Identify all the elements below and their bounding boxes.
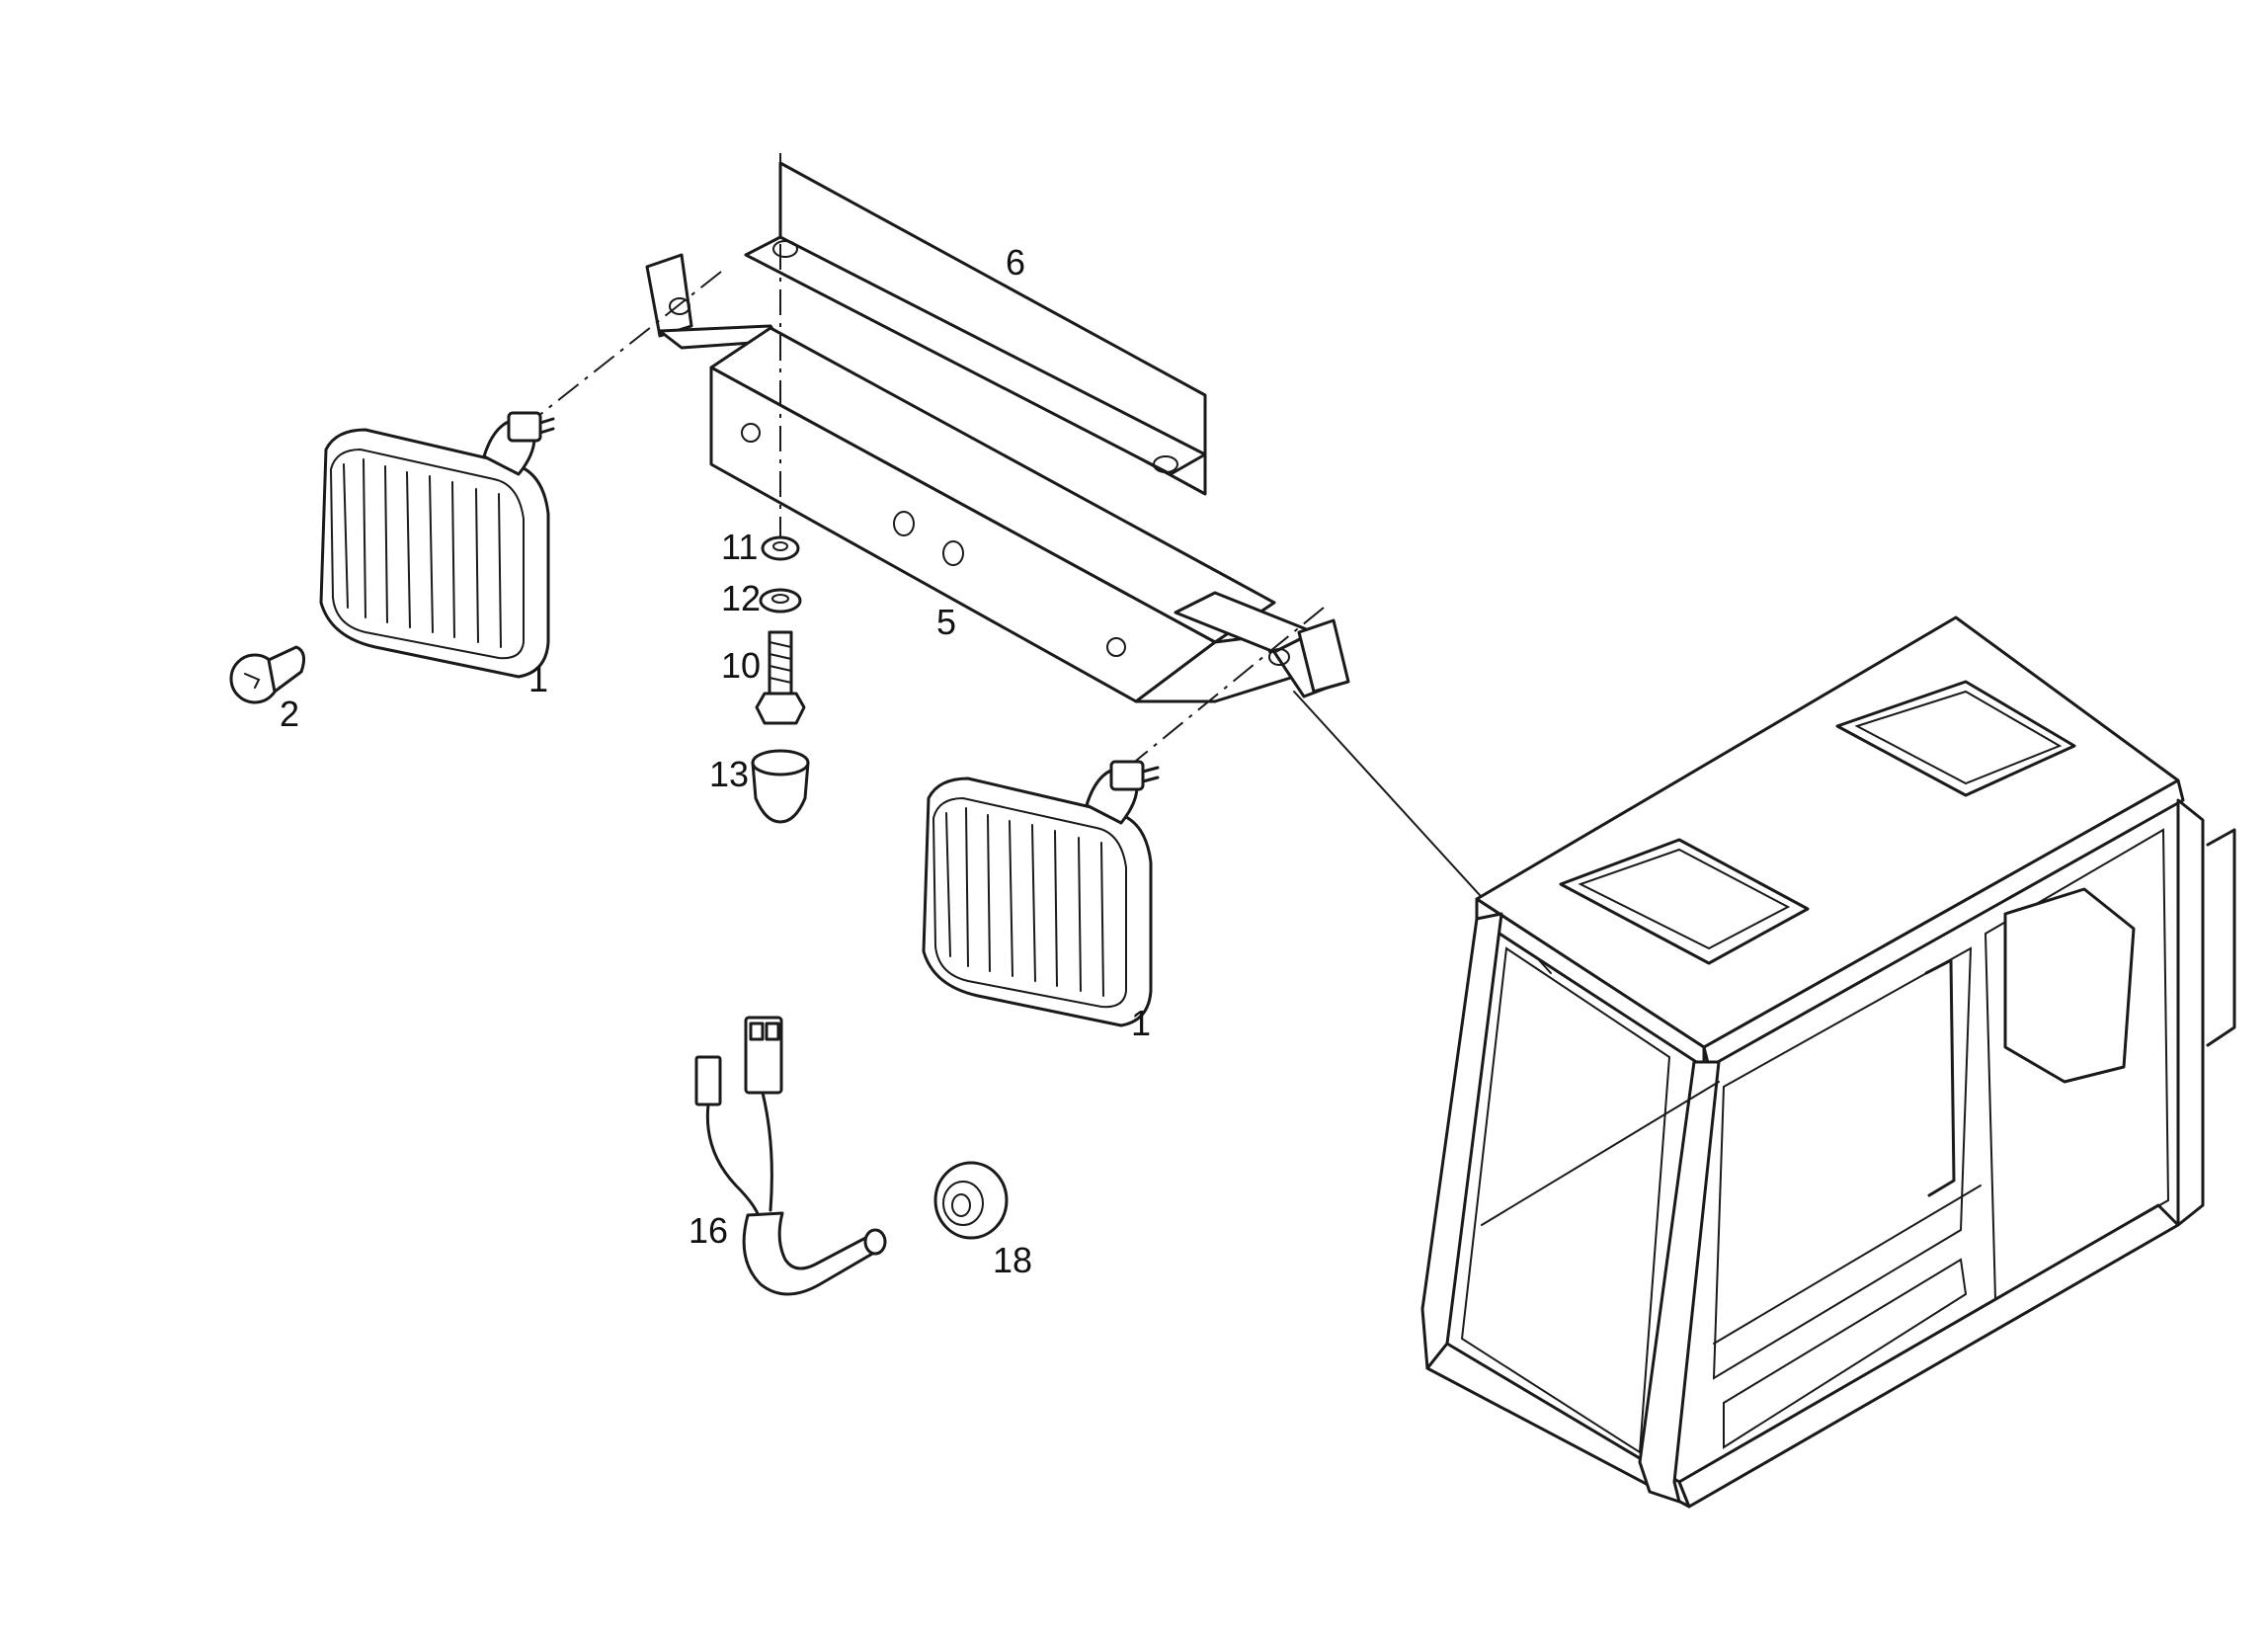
bolt-part-10: [755, 630, 806, 725]
callout-labels: 6 5 11 12 10 13 1 2 1 16 18: [280, 242, 1151, 1280]
callout-grommet: 18: [993, 1240, 1032, 1280]
cap-part-13: [751, 749, 810, 824]
washer-part-12: [759, 588, 802, 614]
work-lamp-right: [922, 760, 1160, 1027]
callout-cap: 13: [709, 754, 749, 794]
operator-cab: [1420, 615, 2236, 1509]
bracket-part-5: [645, 253, 1350, 703]
callout-plate: 6: [1006, 242, 1025, 283]
callout-bulb: 2: [280, 694, 299, 734]
nut-part-11: [761, 535, 800, 561]
callout-washer: 12: [721, 578, 761, 618]
harness-part-16: [694, 1016, 887, 1296]
bulb-part-2: [229, 645, 306, 704]
plate-part-6: [744, 161, 1207, 496]
callout-bracket: 5: [936, 602, 956, 642]
callout-bolt: 10: [721, 645, 761, 686]
callout-lamp-left: 1: [528, 659, 548, 699]
callout-harness: 16: [688, 1210, 728, 1251]
work-lamp-left: [319, 411, 555, 679]
callout-lamp-right: 1: [1131, 1003, 1151, 1043]
grommet-part-18: [933, 1161, 1009, 1240]
callout-nut: 11: [721, 527, 758, 567]
